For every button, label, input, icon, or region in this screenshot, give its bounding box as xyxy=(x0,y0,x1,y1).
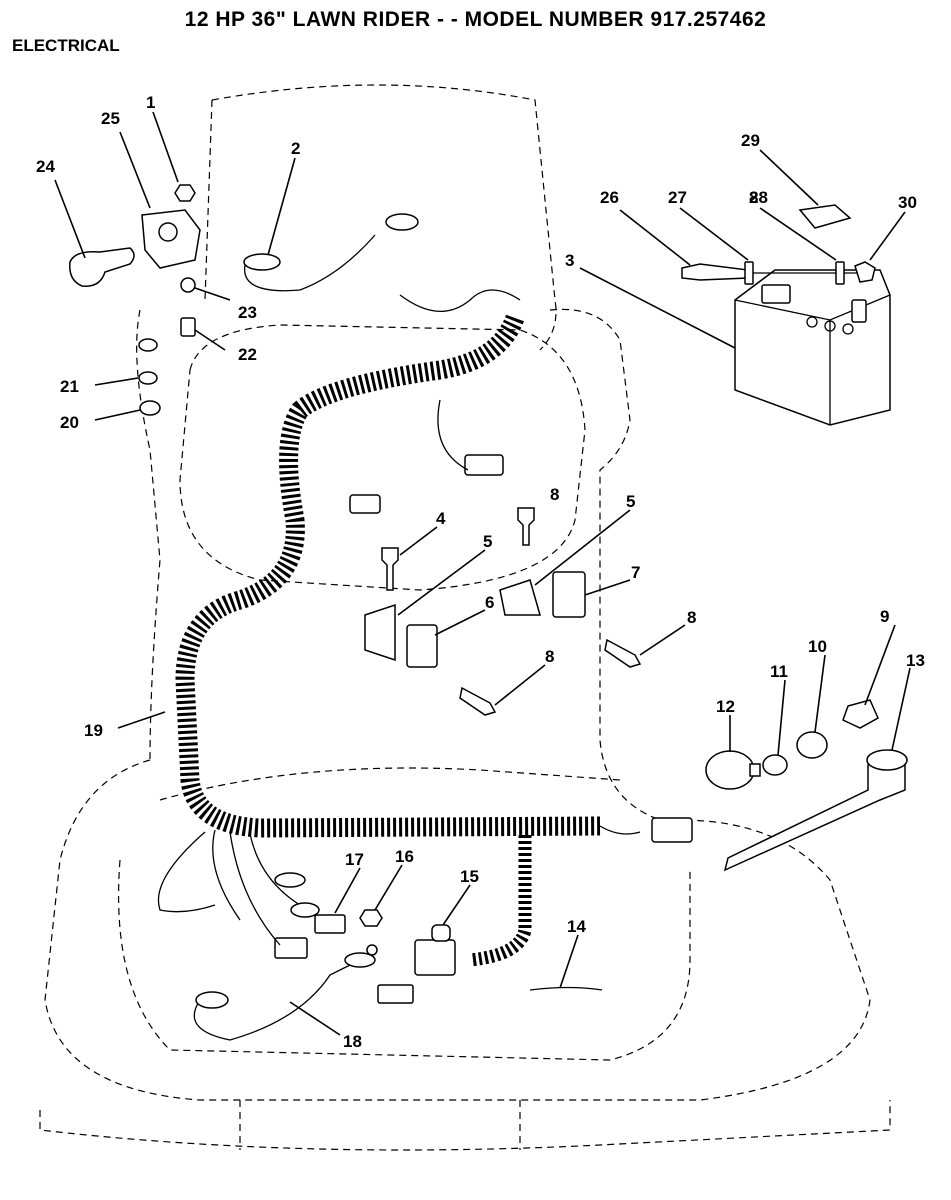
section-label: ELECTRICAL xyxy=(12,36,120,55)
callout-5: 5 xyxy=(483,532,492,551)
callout-10: 10 xyxy=(808,637,827,656)
callout-5: 5 xyxy=(626,492,635,511)
callout-30: 30 xyxy=(898,193,917,212)
callout-7: 7 xyxy=(631,563,640,582)
callout-20: 20 xyxy=(60,413,79,432)
callout-22: 22 xyxy=(238,345,257,364)
ignition-switch-icon xyxy=(705,750,755,790)
callout-1: 1 xyxy=(146,93,155,112)
callout-21: 21 xyxy=(60,377,79,396)
callout-3: 3 xyxy=(565,251,574,270)
tractor-outline xyxy=(39,84,891,1151)
callout-12: 12 xyxy=(716,697,735,716)
callout-numbers: 1 2 3 4 5 5 6 7 8 8 8 8 9 10 11 12 13 14… xyxy=(36,93,925,1051)
terminal-icon xyxy=(180,317,196,337)
callout-8: 8 xyxy=(749,188,758,207)
battery-icon xyxy=(734,269,891,426)
switch-icon xyxy=(552,571,586,618)
wire-harness xyxy=(175,314,641,967)
callout-23: 23 xyxy=(238,303,257,322)
callout-14: 14 xyxy=(567,917,586,936)
callout-15: 15 xyxy=(460,867,479,886)
callout-8: 8 xyxy=(545,647,554,666)
callout-18: 18 xyxy=(343,1032,362,1051)
boot-icon xyxy=(69,247,135,287)
callout-2: 2 xyxy=(291,139,300,158)
washer-icon xyxy=(180,277,196,293)
key-icon xyxy=(842,699,879,729)
callout-27: 27 xyxy=(668,188,687,207)
nut-icon xyxy=(174,184,196,202)
callout-28: 28 xyxy=(749,188,768,207)
callout-6: 6 xyxy=(485,593,494,612)
switch-icon xyxy=(414,939,456,976)
callout-24: 24 xyxy=(36,157,55,176)
callout-17: 17 xyxy=(345,850,364,869)
callout-9: 9 xyxy=(880,607,889,626)
callout-26: 26 xyxy=(600,188,619,207)
callout-8: 8 xyxy=(687,608,696,627)
leader-lines xyxy=(54,111,911,1036)
callout-11: 11 xyxy=(770,662,788,681)
parts xyxy=(69,184,908,1041)
callout-25: 25 xyxy=(101,109,120,128)
callout-8: 8 xyxy=(550,485,559,504)
page-title: 12 HP 36" LAWN RIDER - - MODEL NUMBER 91… xyxy=(184,8,767,31)
callout-29: 29 xyxy=(741,131,760,150)
callout-13: 13 xyxy=(906,651,925,670)
callout-4: 4 xyxy=(436,509,446,528)
switch-icon xyxy=(406,624,438,668)
callout-19: 19 xyxy=(84,721,103,740)
callout-16: 16 xyxy=(395,847,414,866)
